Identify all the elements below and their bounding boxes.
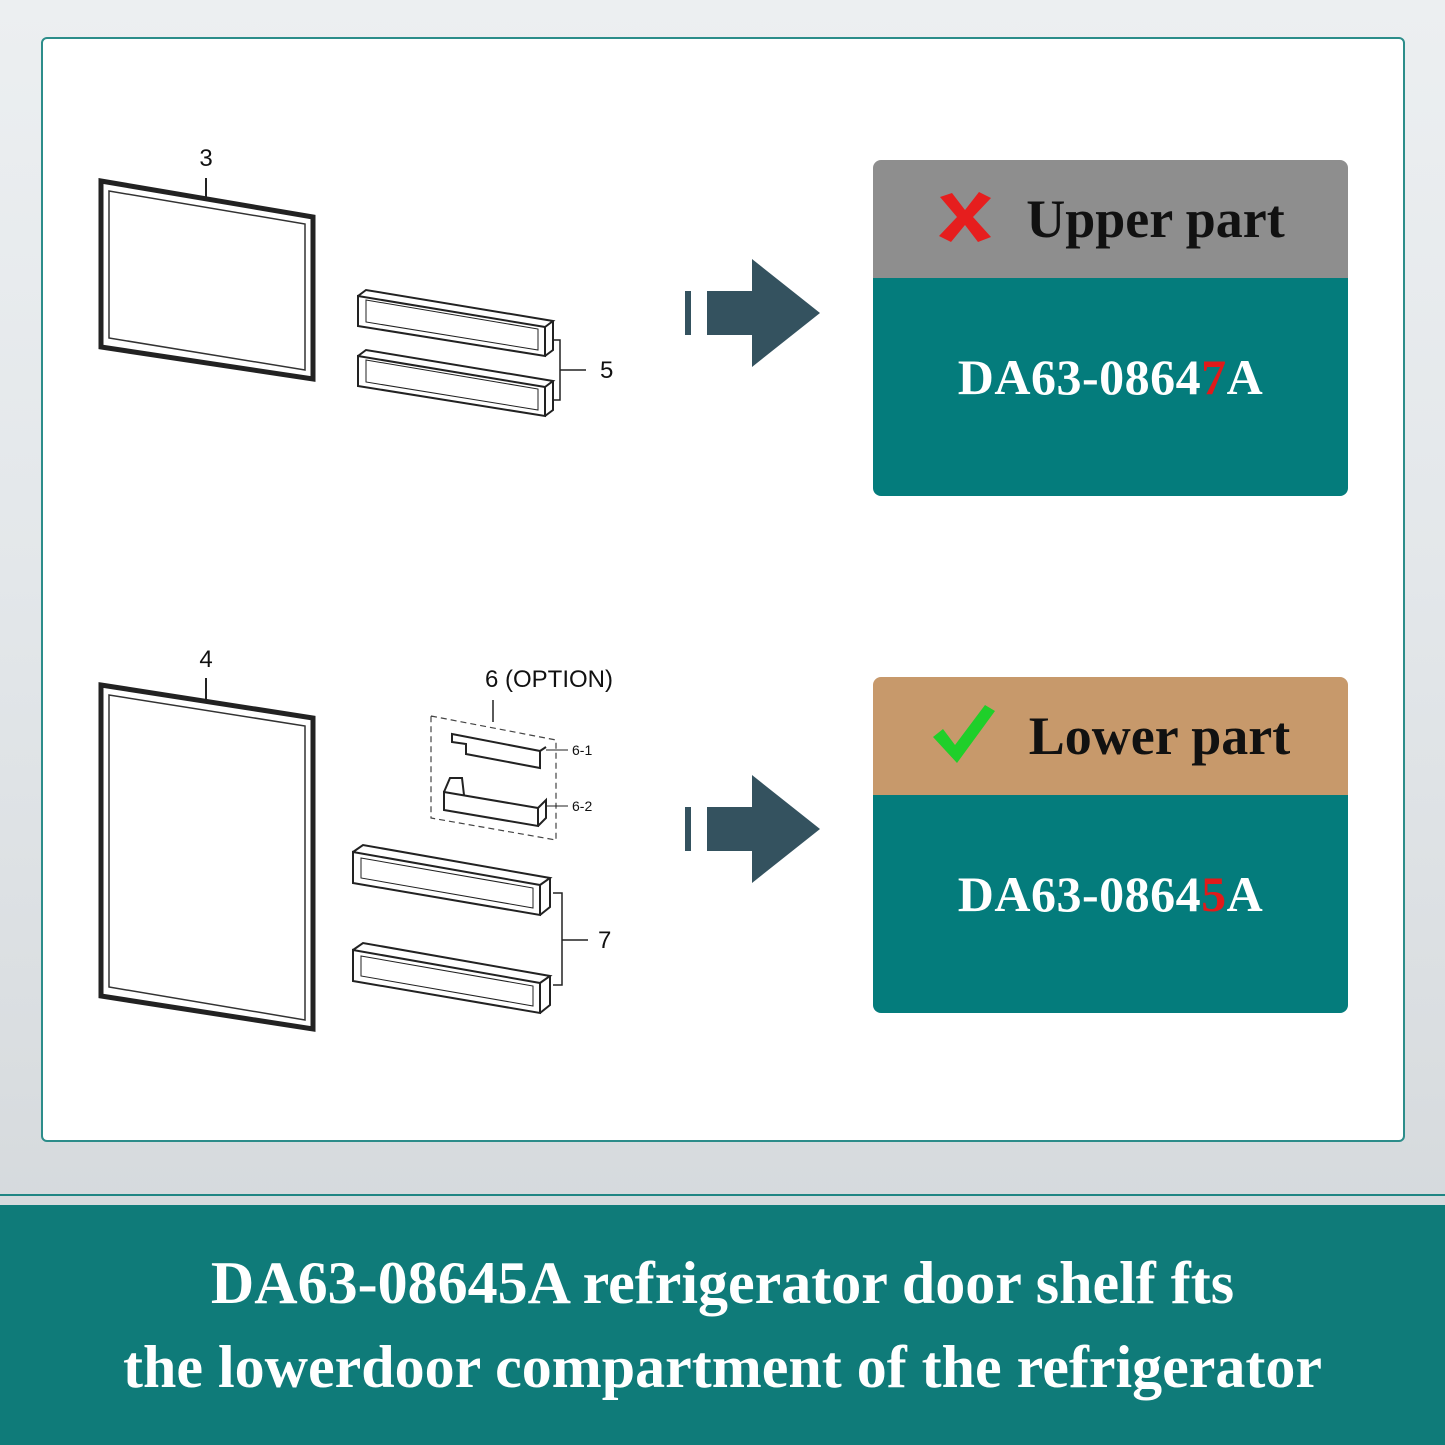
lower-part-code: DA63-08645A [958, 865, 1263, 923]
lower-part-header: Lower part [873, 677, 1348, 795]
x-icon [936, 191, 994, 248]
bracket [553, 892, 563, 986]
check-icon [931, 703, 997, 770]
option-part-6-1 [451, 732, 547, 770]
option-part-6-2 [443, 777, 547, 828]
bracket [553, 339, 561, 401]
upper-part-label: Upper part [1026, 189, 1285, 249]
caption-line-2: the lowerdoor compartment of the refrige… [122, 1334, 1322, 1400]
gasket-label-4: 4 [199, 646, 212, 673]
upper-part-card: Upper part DA63-08647A [873, 160, 1348, 496]
lower-part-card: Lower part DA63-08645A [873, 677, 1348, 1013]
bins-label-5: 5 [600, 357, 613, 384]
divider [0, 1194, 1445, 1196]
code-suffix: A [1226, 866, 1264, 922]
arrow-right-icon [685, 259, 820, 367]
bins-label-7: 7 [598, 927, 611, 954]
caption-banner: DA63-08645A refrigerator door shelf fts … [0, 1205, 1445, 1445]
lower-gasket [98, 682, 316, 1032]
code-highlight-digit: 7 [1201, 349, 1227, 405]
upper-part-header: Upper part [873, 160, 1348, 278]
lower-part-label: Lower part [1028, 706, 1291, 766]
arrow-right-icon [685, 775, 820, 883]
upper-part-body: DA63-08647A [873, 278, 1348, 496]
option-sub-6-1: 6-1 [572, 742, 592, 758]
code-prefix: DA63-0864 [957, 349, 1202, 405]
lower-part-body: DA63-08645A [873, 795, 1348, 1013]
lower-bin-2 [352, 941, 553, 1015]
upper-bin-1 [357, 288, 556, 358]
caption-line-1: DA63-08645A refrigerator door shelf fts [210, 1250, 1235, 1316]
option-box [430, 715, 557, 841]
option-label: 6 (OPTION) [485, 666, 613, 693]
upper-part-code: DA63-08647A [958, 348, 1263, 406]
gasket-label-3: 3 [199, 145, 212, 172]
option-sub-6-2: 6-2 [572, 798, 592, 814]
upper-bin-2 [357, 348, 556, 418]
code-suffix: A [1226, 349, 1264, 405]
upper-gasket [98, 178, 316, 382]
code-prefix: DA63-0864 [957, 866, 1202, 922]
lower-bin-1 [352, 843, 553, 917]
code-highlight-digit: 5 [1201, 866, 1227, 922]
